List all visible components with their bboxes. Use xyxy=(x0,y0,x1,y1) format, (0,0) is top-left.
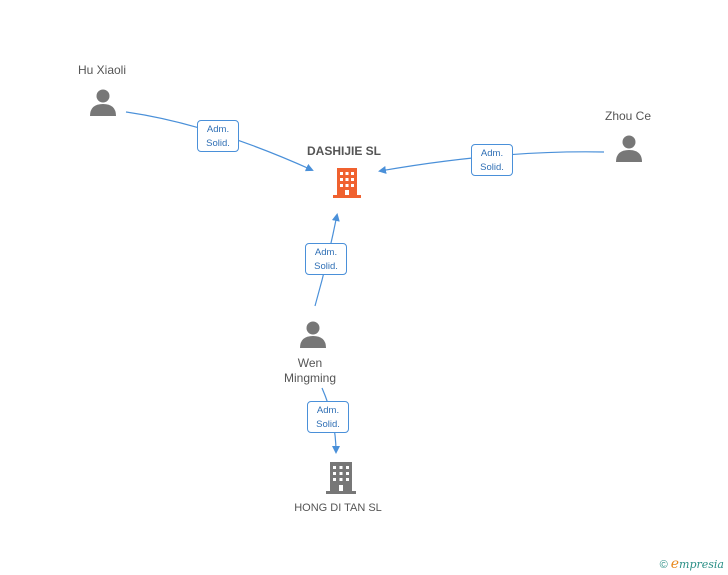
building-icon[interactable] xyxy=(333,168,361,198)
edge-role: Adm. xyxy=(316,405,340,416)
person-name-line: Wen xyxy=(297,356,323,370)
person-icon[interactable] xyxy=(300,321,326,349)
edge-label-hu-dashijie[interactable]: Adm. Solid. xyxy=(197,120,239,152)
company-name-dashijie[interactable]: DASHIJIE SL xyxy=(306,144,381,158)
copyright-icon: © xyxy=(659,559,668,571)
person-icon[interactable] xyxy=(616,135,642,163)
edge-role: Adm. xyxy=(314,247,338,258)
edge-role: Adm. xyxy=(480,148,504,159)
edge-role-type: Solid. xyxy=(316,419,340,430)
edge-role-type: Solid. xyxy=(314,261,338,272)
edge-role-type: Solid. xyxy=(480,162,504,173)
edge-role-type: Solid. xyxy=(206,138,230,149)
edge-role: Adm. xyxy=(206,124,230,135)
person-icon[interactable] xyxy=(90,89,116,117)
person-name-zhou-ce[interactable]: Zhou Ce xyxy=(604,109,652,123)
person-name-wen-mingming[interactable]: Wen Mingming xyxy=(270,356,350,386)
building-icon[interactable] xyxy=(326,462,356,494)
company-name-hong-di-tan[interactable]: HONG DI TAN SL xyxy=(294,502,382,514)
edge-label-wen-dashijie[interactable]: Adm. Solid. xyxy=(305,243,347,275)
brand-logo-initial: e xyxy=(670,556,680,572)
person-name-line: Mingming xyxy=(283,371,337,385)
edge-label-zhou-dashijie[interactable]: Adm. Solid. xyxy=(471,144,513,176)
brand-logo-text: mpresia xyxy=(679,558,724,571)
person-name-hu-xiaoli[interactable]: Hu Xiaoli xyxy=(77,63,127,77)
brand-footer[interactable]: © empresia xyxy=(660,556,724,572)
edge-label-wen-hongditan[interactable]: Adm. Solid. xyxy=(307,401,349,433)
